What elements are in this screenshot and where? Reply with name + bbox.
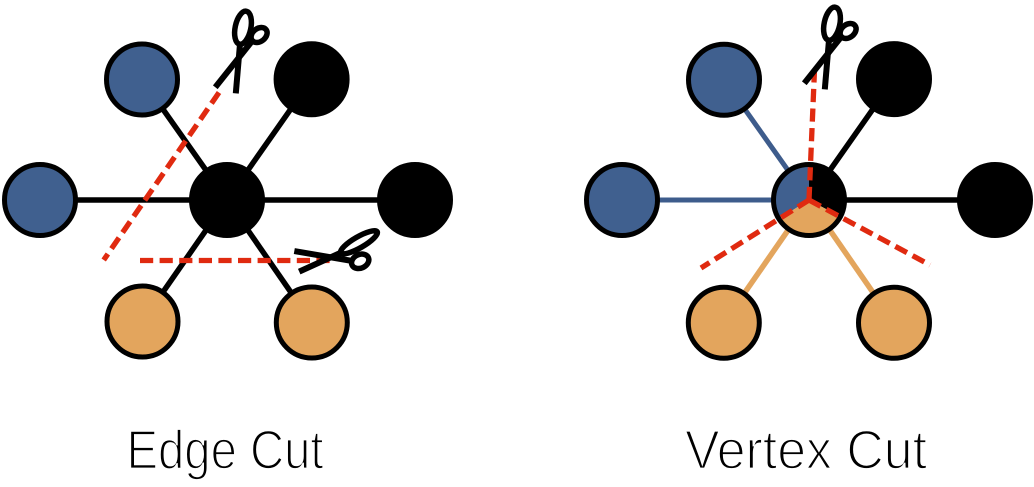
svg-text:Vertex Cut: Vertex Cut [685,419,927,481]
svg-text:Edge Cut: Edge Cut [127,419,324,481]
